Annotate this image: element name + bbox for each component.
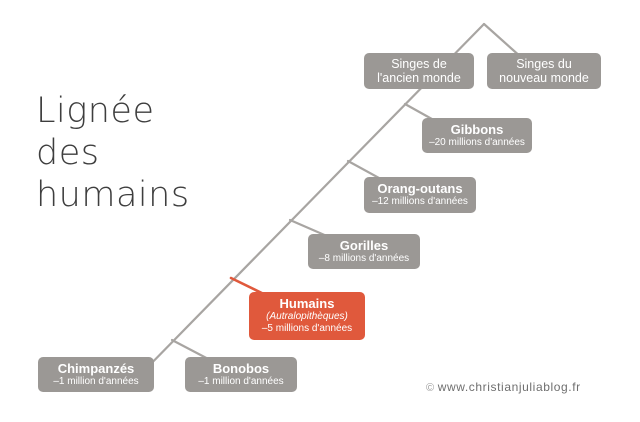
node-bonobos: Bonobos –1 million d'années xyxy=(185,357,297,392)
diagram-title: Lignée des humains xyxy=(36,90,196,216)
node-humans: Humains (Autralopithèques) –5 millions d… xyxy=(249,292,365,340)
title-line-3: humains xyxy=(36,175,190,215)
node-humans-age: –5 millions d'années xyxy=(261,323,353,334)
new-world-branch-line xyxy=(482,22,524,60)
node-gibbons-name: Gibbons xyxy=(450,121,504,137)
node-bonobos-age: –1 million d'années xyxy=(198,375,284,387)
node-old-world-monkeys: Singes de l'ancien monde xyxy=(364,53,474,89)
node-old-world-line-1: Singes de xyxy=(391,57,447,71)
node-orangutans-age: –12 millions d'années xyxy=(372,196,468,207)
node-humans-name: Humains xyxy=(279,296,335,311)
source-credit: ©www.christianjuliablog.fr xyxy=(426,380,581,394)
node-chimpanzees: Chimpanzés –1 million d'années xyxy=(38,357,154,392)
node-gorillas: Gorilles –8 millions d'années xyxy=(308,234,420,269)
node-old-world-line-2: l'ancien monde xyxy=(377,71,461,85)
copyright-icon: © xyxy=(426,382,435,394)
node-new-world-line-1: Singes du xyxy=(516,57,572,71)
node-new-world-monkeys: Singes du nouveau monde xyxy=(487,53,601,89)
title-line-2: des xyxy=(36,133,100,173)
node-gorillas-name: Gorilles xyxy=(339,237,389,253)
node-gibbons: Gibbons –20 millions d'années xyxy=(422,118,532,153)
source-credit-text: www.christianjuliablog.fr xyxy=(437,380,581,394)
node-gibbons-age: –20 millions d'années xyxy=(429,136,525,148)
node-new-world-line-2: nouveau monde xyxy=(499,71,589,85)
node-gorillas-age: –8 millions d'années xyxy=(318,252,410,264)
node-orangutans-name: Orang-outans xyxy=(377,181,463,196)
node-chimpanzees-name: Chimpanzés xyxy=(57,360,135,376)
node-chimpanzees-age: –1 million d'années xyxy=(53,375,139,387)
node-orangutans: Orang-outans –12 millions d'années xyxy=(364,177,476,213)
node-humans-note: (Autralopithèques) xyxy=(266,311,348,322)
title-line-1: Lignée xyxy=(36,91,155,131)
node-bonobos-name: Bonobos xyxy=(212,360,270,376)
